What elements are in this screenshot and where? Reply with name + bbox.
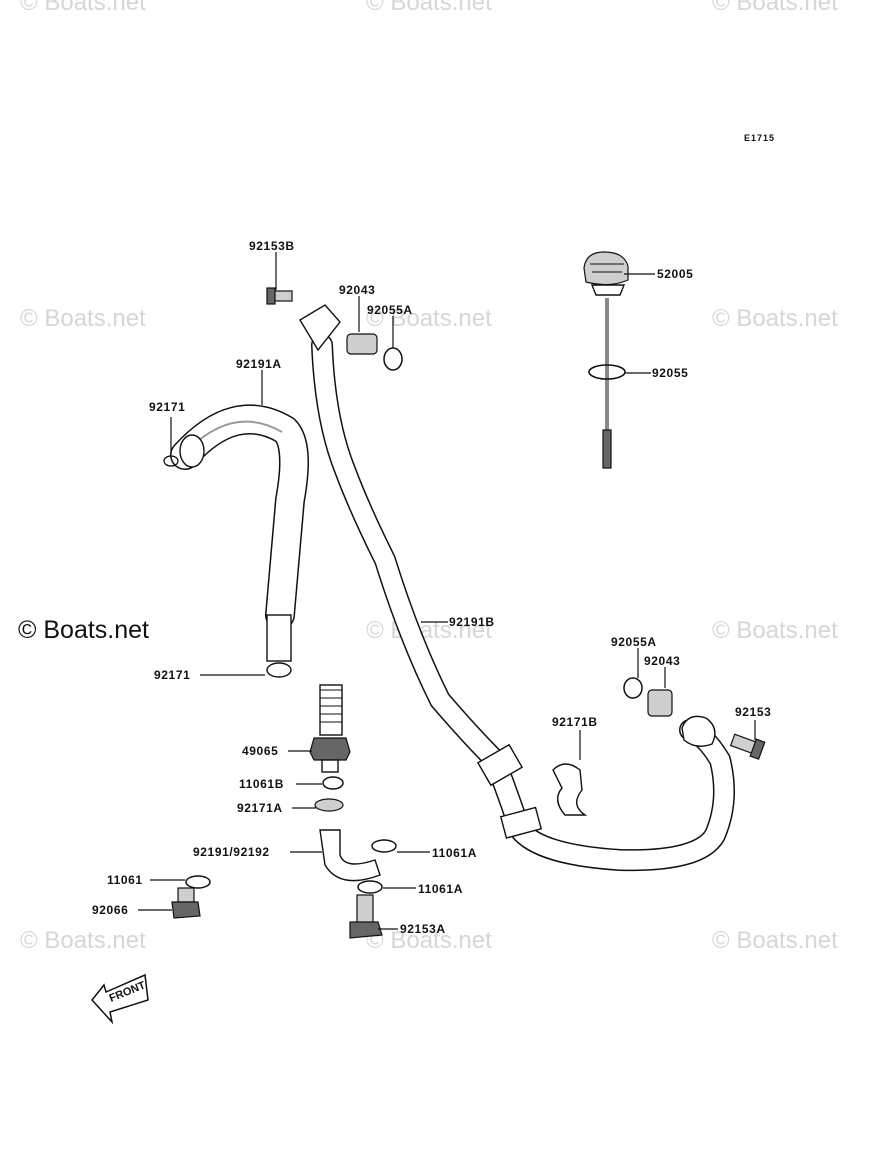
part-label-11061A-1: 11061A [432,846,477,860]
watermark-dark: © Boats.net [18,616,149,644]
oil-cap-dipstick-drawing [583,251,629,469]
watermark: © Boats.net [20,305,146,332]
part-label-92171A: 92171A [237,801,283,815]
lower-fittings-drawing [171,684,397,939]
fittings-right-drawing [552,677,766,816]
watermark: © Boats.net [366,305,492,332]
part-label-92153A: 92153A [400,922,446,936]
watermark-group: © Boats.net © Boats.net © Boats.net © Bo… [18,0,838,954]
leader-lines [138,252,756,930]
part-label-92153B: 92153B [249,239,295,253]
breather-hose-drawing [163,404,309,678]
part-label-11061: 11061 [107,873,143,887]
watermark: © Boats.net [712,0,838,16]
watermark: © Boats.net [366,0,492,16]
part-label-92066: 92066 [92,903,128,917]
part-label-92171-top: 92171 [149,400,185,414]
part-label-49065: 49065 [242,744,278,758]
watermark: © Boats.net [366,927,492,954]
diagram-code: E1715 [744,133,775,143]
part-labels: 92153B 92043 92055A 52005 92055 92191A 9… [92,239,771,936]
watermark: © Boats.net [712,305,838,332]
oil-pipe-drawing [299,304,735,872]
part-label-92191B: 92191B [449,615,495,629]
part-label-92055A-top: 92055A [367,303,413,317]
part-label-11061A-2: 11061A [418,882,463,896]
watermark: © Boats.net [712,927,838,954]
part-label-92055: 92055 [652,366,688,380]
part-label-92153: 92153 [735,705,771,719]
part-label-92191A: 92191A [236,357,282,371]
part-label-52005: 52005 [657,267,693,281]
part-label-92171-low: 92171 [154,668,190,682]
part-label-11061B: 11061B [239,777,284,791]
part-label-92191-92192: 92191/92192 [193,845,270,859]
part-label-92043-top: 92043 [339,283,375,297]
front-arrow: FRONT [91,973,149,1025]
watermark: © Boats.net [20,0,146,16]
part-label-92055A-right: 92055A [611,635,657,649]
part-label-92043-right: 92043 [644,654,680,668]
watermark: © Boats.net [20,927,146,954]
watermark: © Boats.net [712,617,838,644]
banjo-bolt-top-drawing [266,287,403,371]
part-label-92171B: 92171B [552,715,598,729]
